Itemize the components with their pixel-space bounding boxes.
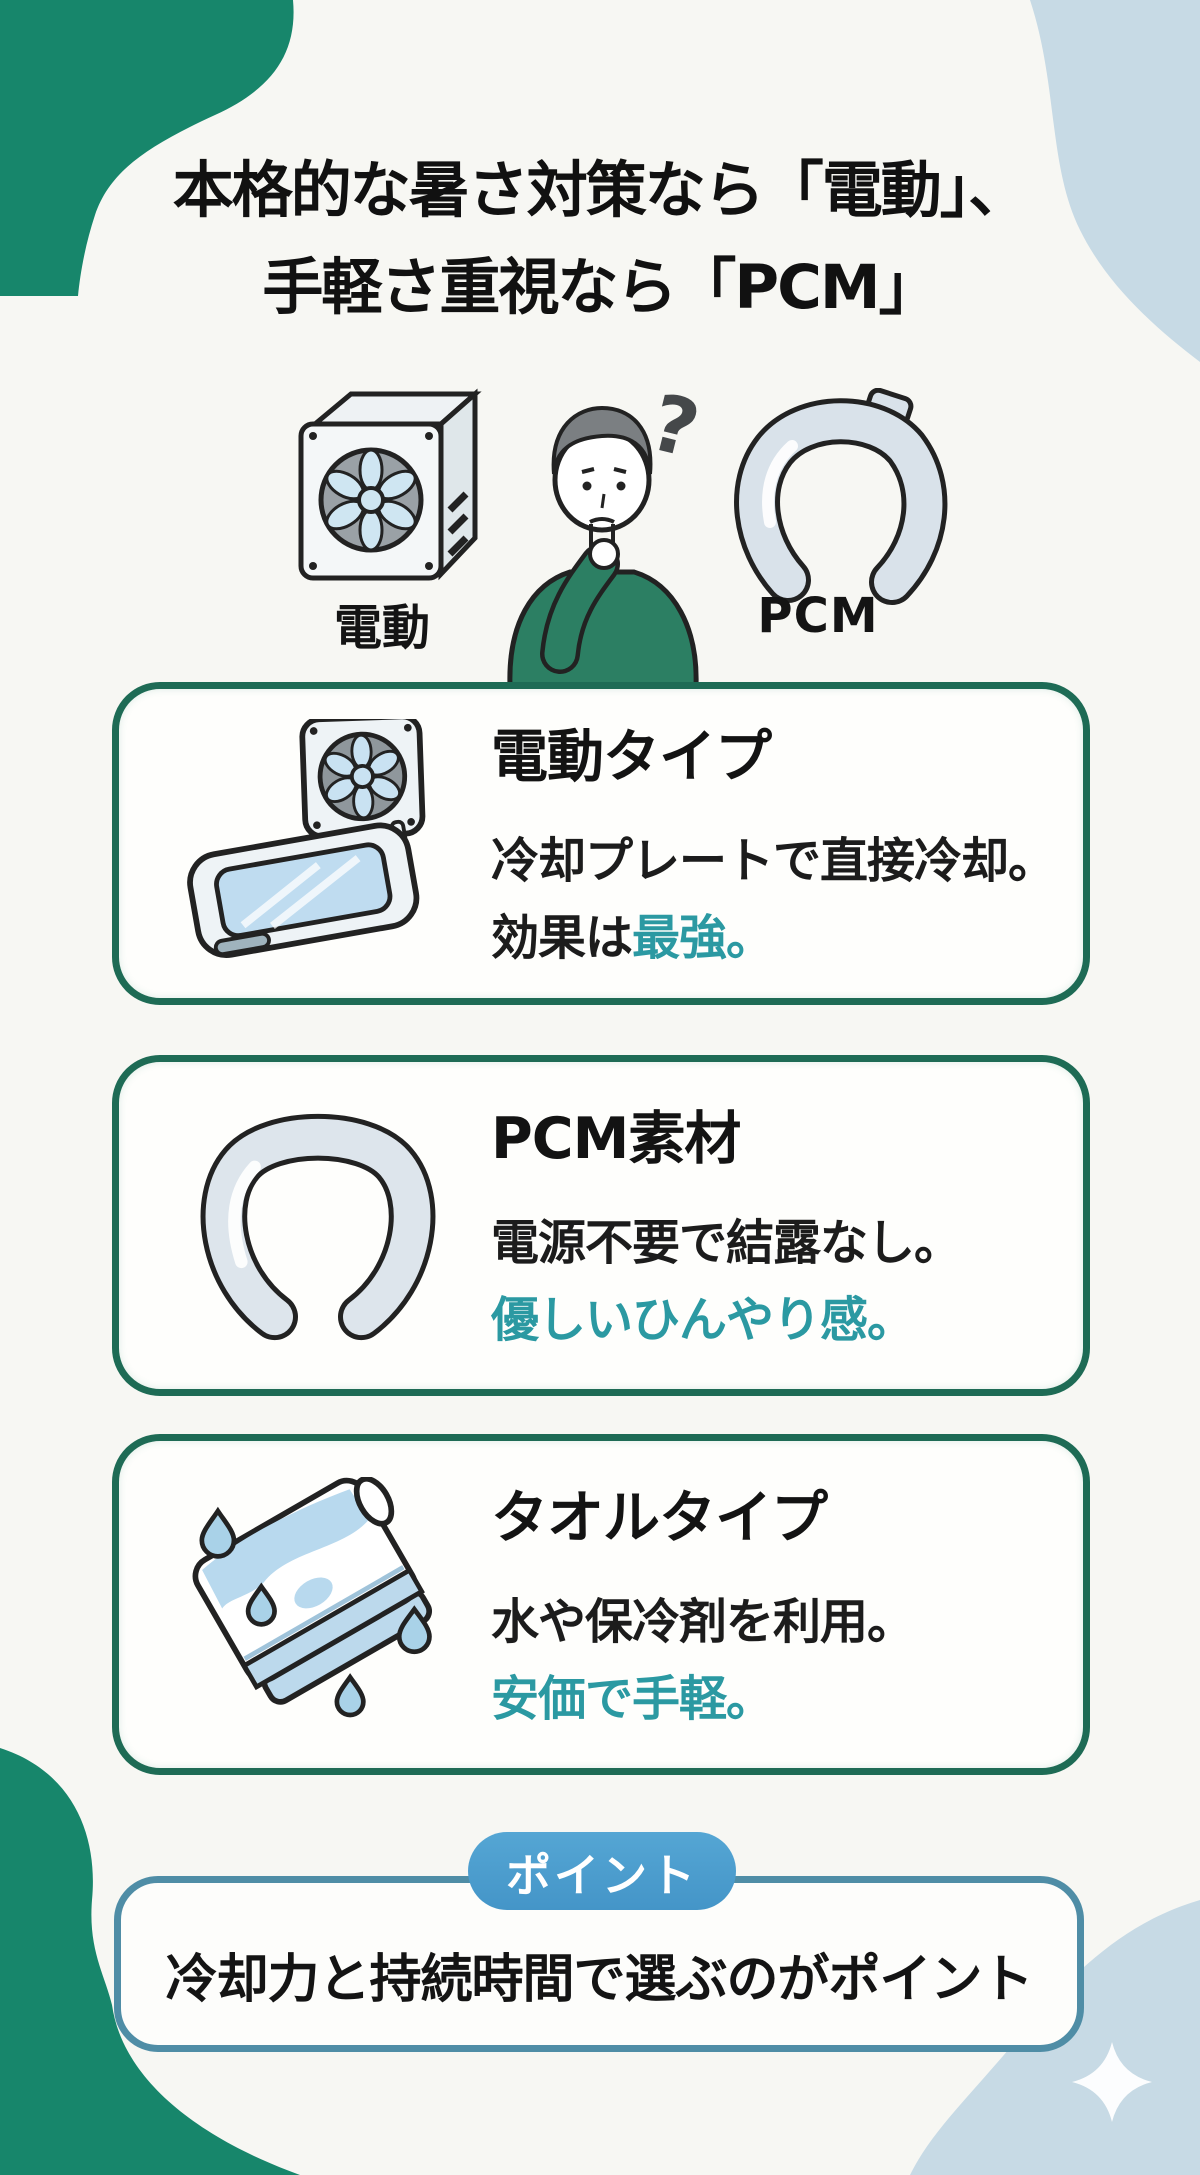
card-pcm-body-line2-accent: 優しいひんやり感。	[491, 1291, 915, 1348]
card-towel-body-line1: 水や保冷剤を利用。	[491, 1593, 915, 1650]
card-electric-body-line1: 冷却プレートで直接冷却。	[491, 832, 1056, 889]
card-pcm-title: PCM素材	[491, 1105, 741, 1172]
blob-bottom-left	[0, 1748, 300, 2175]
neck-ring-illustration	[734, 388, 948, 605]
water-drops	[199, 1506, 432, 1718]
card-pcm-body: 電源不要で結露なし。 優しいひんやり感。	[491, 1205, 1059, 1359]
card-pcm-body-line1: 電源不要で結露なし。	[491, 1214, 962, 1271]
point-badge-label: ポイント	[505, 1848, 698, 1902]
card-electric-type: 電動タイプ 冷却プレートで直接冷却。 効果は最強。	[112, 682, 1090, 1005]
card-electric-icon-box	[153, 718, 483, 969]
page-title: 本格的な暑さ対策なら「電動」、 手軽さ重視なら「PCM」	[0, 142, 1200, 336]
wet-towel-icon	[192, 1477, 433, 1718]
card-towel-type: タオルタイプ 水や保冷剤を利用。 安価で手軽。	[112, 1434, 1090, 1775]
fan-blades	[325, 448, 417, 552]
card-electric-body-line2-plain: 効果は	[491, 909, 633, 966]
card-pcm-icon-box	[153, 1096, 483, 1356]
blob-top-right	[1030, 0, 1200, 362]
card-towel-text: タオルタイプ 水や保冷剤を利用。 安価で手軽。	[483, 1472, 1059, 1738]
blob-top-left	[0, 0, 294, 296]
neck-ring-icon	[200, 1113, 436, 1340]
fan-unit-icon	[298, 388, 482, 581]
card-towel-body: 水や保冷剤を利用。 安価で手軽。	[491, 1584, 1059, 1738]
card-towel-icon-box	[153, 1477, 483, 1732]
card-pcm-material: PCM素材 電源不要で結露なし。 優しいひんやり感。	[112, 1055, 1090, 1396]
point-badge: ポイント	[468, 1832, 736, 1910]
neck-cooler-device-icon	[187, 718, 426, 958]
hero-label-electric: 電動	[333, 600, 430, 656]
hand	[588, 538, 620, 570]
card-towel-body-line2-accent: 安価で手軽。	[491, 1670, 774, 1727]
point-text: 冷却力と持続時間で選ぶのがポイント	[165, 1949, 1033, 2010]
card-electric-body-line2-accent: 最強。	[632, 909, 774, 966]
page-title-line1: 本格的な暑さ対策なら「電動」、	[172, 155, 1030, 226]
thinking-person-illustration	[507, 405, 699, 686]
card-pcm-text: PCM素材 電源不要で結露なし。 優しいひんやり感。	[483, 1093, 1059, 1359]
sparkle-icon	[1072, 2042, 1152, 2122]
card-electric-body: 冷却プレートで直接冷却。 効果は最強。	[491, 823, 1059, 977]
page-title-line2: 手軽さ重視なら「PCM」	[262, 252, 939, 323]
hero-label-pcm: PCM	[757, 588, 879, 644]
card-towel-title: タオルタイプ	[491, 1484, 828, 1551]
card-electric-text: 電動タイプ 冷却プレートで直接冷却。 効果は最強。	[483, 711, 1059, 977]
hair	[551, 405, 653, 475]
hero-illustration	[298, 388, 948, 686]
card-electric-title: 電動タイプ	[491, 723, 772, 790]
